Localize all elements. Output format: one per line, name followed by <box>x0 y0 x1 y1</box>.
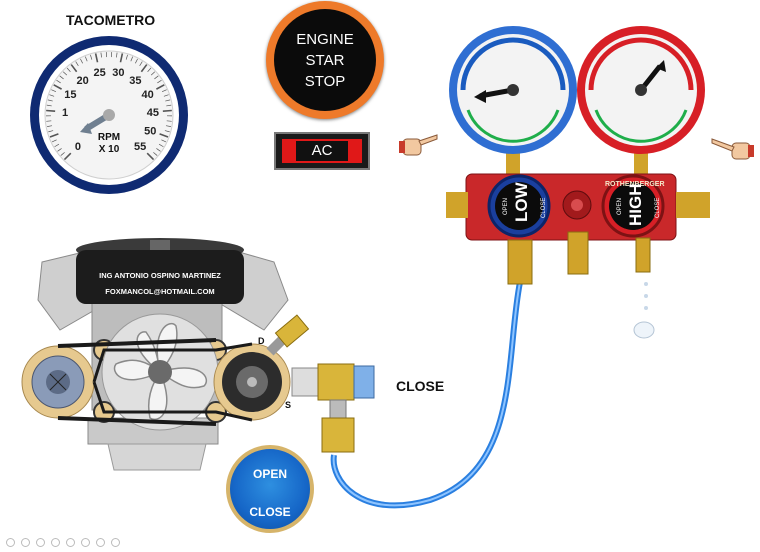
ac-button-indicator: AC <box>282 139 362 163</box>
tachometer-tick-label: 20 <box>77 75 89 87</box>
nav-dot[interactable] <box>36 538 45 547</box>
nav-dot[interactable] <box>111 538 120 547</box>
engine-start-line3: STOP <box>305 71 346 92</box>
ac-button-label: AC <box>296 141 348 161</box>
tachometer-unit-rpm: RPM <box>98 132 120 143</box>
valve-open-label[interactable]: OPEN <box>230 467 310 481</box>
author-email-label: FOXMANCOL@HOTMAIL.COM <box>105 287 214 296</box>
nav-dot[interactable] <box>66 538 75 547</box>
manifold-gauge-set <box>446 26 710 338</box>
tachometer-tick-label: 0 <box>75 141 81 153</box>
tachometer-tick <box>46 111 55 112</box>
nav-dot[interactable] <box>51 538 60 547</box>
tachometer-tick-label: 50 <box>144 125 156 137</box>
tachometer-title: TACOMETRO <box>66 12 155 28</box>
high-knob-label: HIGH <box>626 184 645 227</box>
tachometer-tick <box>163 111 172 112</box>
valve-close-label[interactable]: CLOSE <box>230 505 310 519</box>
discharge-port-label: D <box>258 336 265 346</box>
engine-start-stop-button[interactable]: ENGINE STAR STOP <box>266 1 384 119</box>
nav-dot[interactable] <box>81 538 90 547</box>
engine-start-line2: STAR <box>306 50 345 71</box>
slide-nav-dots <box>6 534 126 552</box>
tachometer-tick-label: 45 <box>147 107 159 119</box>
low-knob-close: CLOSE <box>541 198 547 218</box>
valve-open-close-button[interactable]: OPEN CLOSE <box>226 445 314 533</box>
tachometer-tick-label: 1 <box>62 107 68 119</box>
ac-toggle-button[interactable]: AC <box>274 132 370 170</box>
tachometer-tick-label: 55 <box>134 141 146 153</box>
suction-port-label: S <box>285 400 291 410</box>
low-knob-open: OPEN <box>503 198 509 215</box>
author-name-label: ING ANTONIO OSPINO MARTINEZ <box>99 271 221 280</box>
engine-start-stop-face[interactable]: ENGINE STAR STOP <box>274 9 376 111</box>
tachometer-tick-label: 15 <box>64 89 76 101</box>
tachometer-tick-label: 30 <box>112 67 124 79</box>
nav-dot[interactable] <box>96 538 105 547</box>
tachometer-tick-label: 35 <box>129 75 141 87</box>
nav-dot[interactable] <box>21 538 30 547</box>
tachometer-unit-x10: X 10 <box>99 144 120 155</box>
service-valve-status-label: CLOSE <box>396 378 444 394</box>
engine-start-line1: ENGINE <box>296 29 354 50</box>
tachometer-tick-label: 25 <box>94 67 106 79</box>
tachometer-tick-label: 40 <box>141 89 153 101</box>
high-knob-close: CLOSE <box>655 198 661 218</box>
pointing-hand-icon <box>399 131 439 161</box>
nav-dot[interactable] <box>6 538 15 547</box>
high-knob-open: OPEN <box>617 198 623 215</box>
pointing-hand-icon <box>710 135 754 165</box>
low-knob-label: LOW <box>512 181 531 222</box>
